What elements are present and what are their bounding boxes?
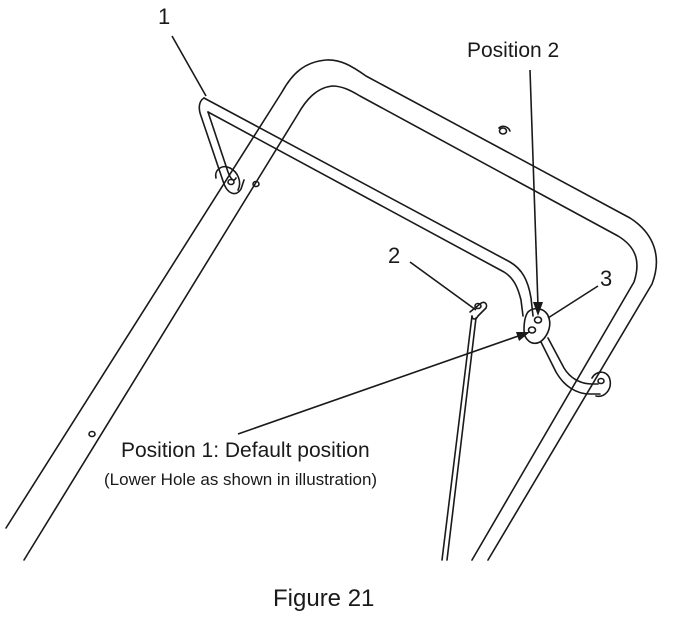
cable-z-hook <box>469 301 488 320</box>
frame-hole-lower <box>88 430 96 438</box>
handle-frame-inner <box>23 85 638 561</box>
bracket-hole-upper <box>533 316 543 324</box>
leader-3 <box>547 285 599 319</box>
control-cable-left <box>441 315 473 561</box>
position-1-note: (Lower Hole as shown in illustration) <box>104 470 378 489</box>
position-2-label: Position 2 <box>467 39 560 62</box>
cable-end <box>474 302 482 310</box>
position-1-title: Position 1: Default position <box>121 439 370 462</box>
control-cable-right <box>446 317 477 561</box>
bail-bar-lower <box>207 111 524 317</box>
leader-2 <box>409 261 477 311</box>
bail-bar-right-arm-inner <box>547 337 599 385</box>
bail-pivot-left <box>214 165 241 191</box>
arrowhead-position-2 <box>533 302 543 316</box>
handle-frame-outer <box>5 59 658 561</box>
callout-1: 1 <box>158 4 171 29</box>
leader-position-1 <box>237 333 525 435</box>
leader-position-2 <box>529 69 539 307</box>
callout-3: 3 <box>600 266 613 291</box>
bail-pivot-right <box>591 371 612 398</box>
bail-pivot-right-hole <box>597 377 605 385</box>
figure-caption: Figure 21 <box>273 585 375 612</box>
bail-bar-right-arm <box>540 341 601 395</box>
frame-hole-top <box>498 127 508 135</box>
frame-hole-top-shadow <box>498 125 511 132</box>
frame-hole-left <box>252 180 260 188</box>
bail-bar-upper <box>203 97 534 317</box>
leader-1 <box>171 35 207 97</box>
arrowhead-position-1 <box>516 332 530 341</box>
bracket-hole-lower <box>527 326 537 334</box>
callout-2: 2 <box>388 243 401 268</box>
bail-pivot-left-hole <box>227 178 235 186</box>
bail-bar-left-arm <box>198 97 245 195</box>
bracket-plate <box>523 307 551 345</box>
